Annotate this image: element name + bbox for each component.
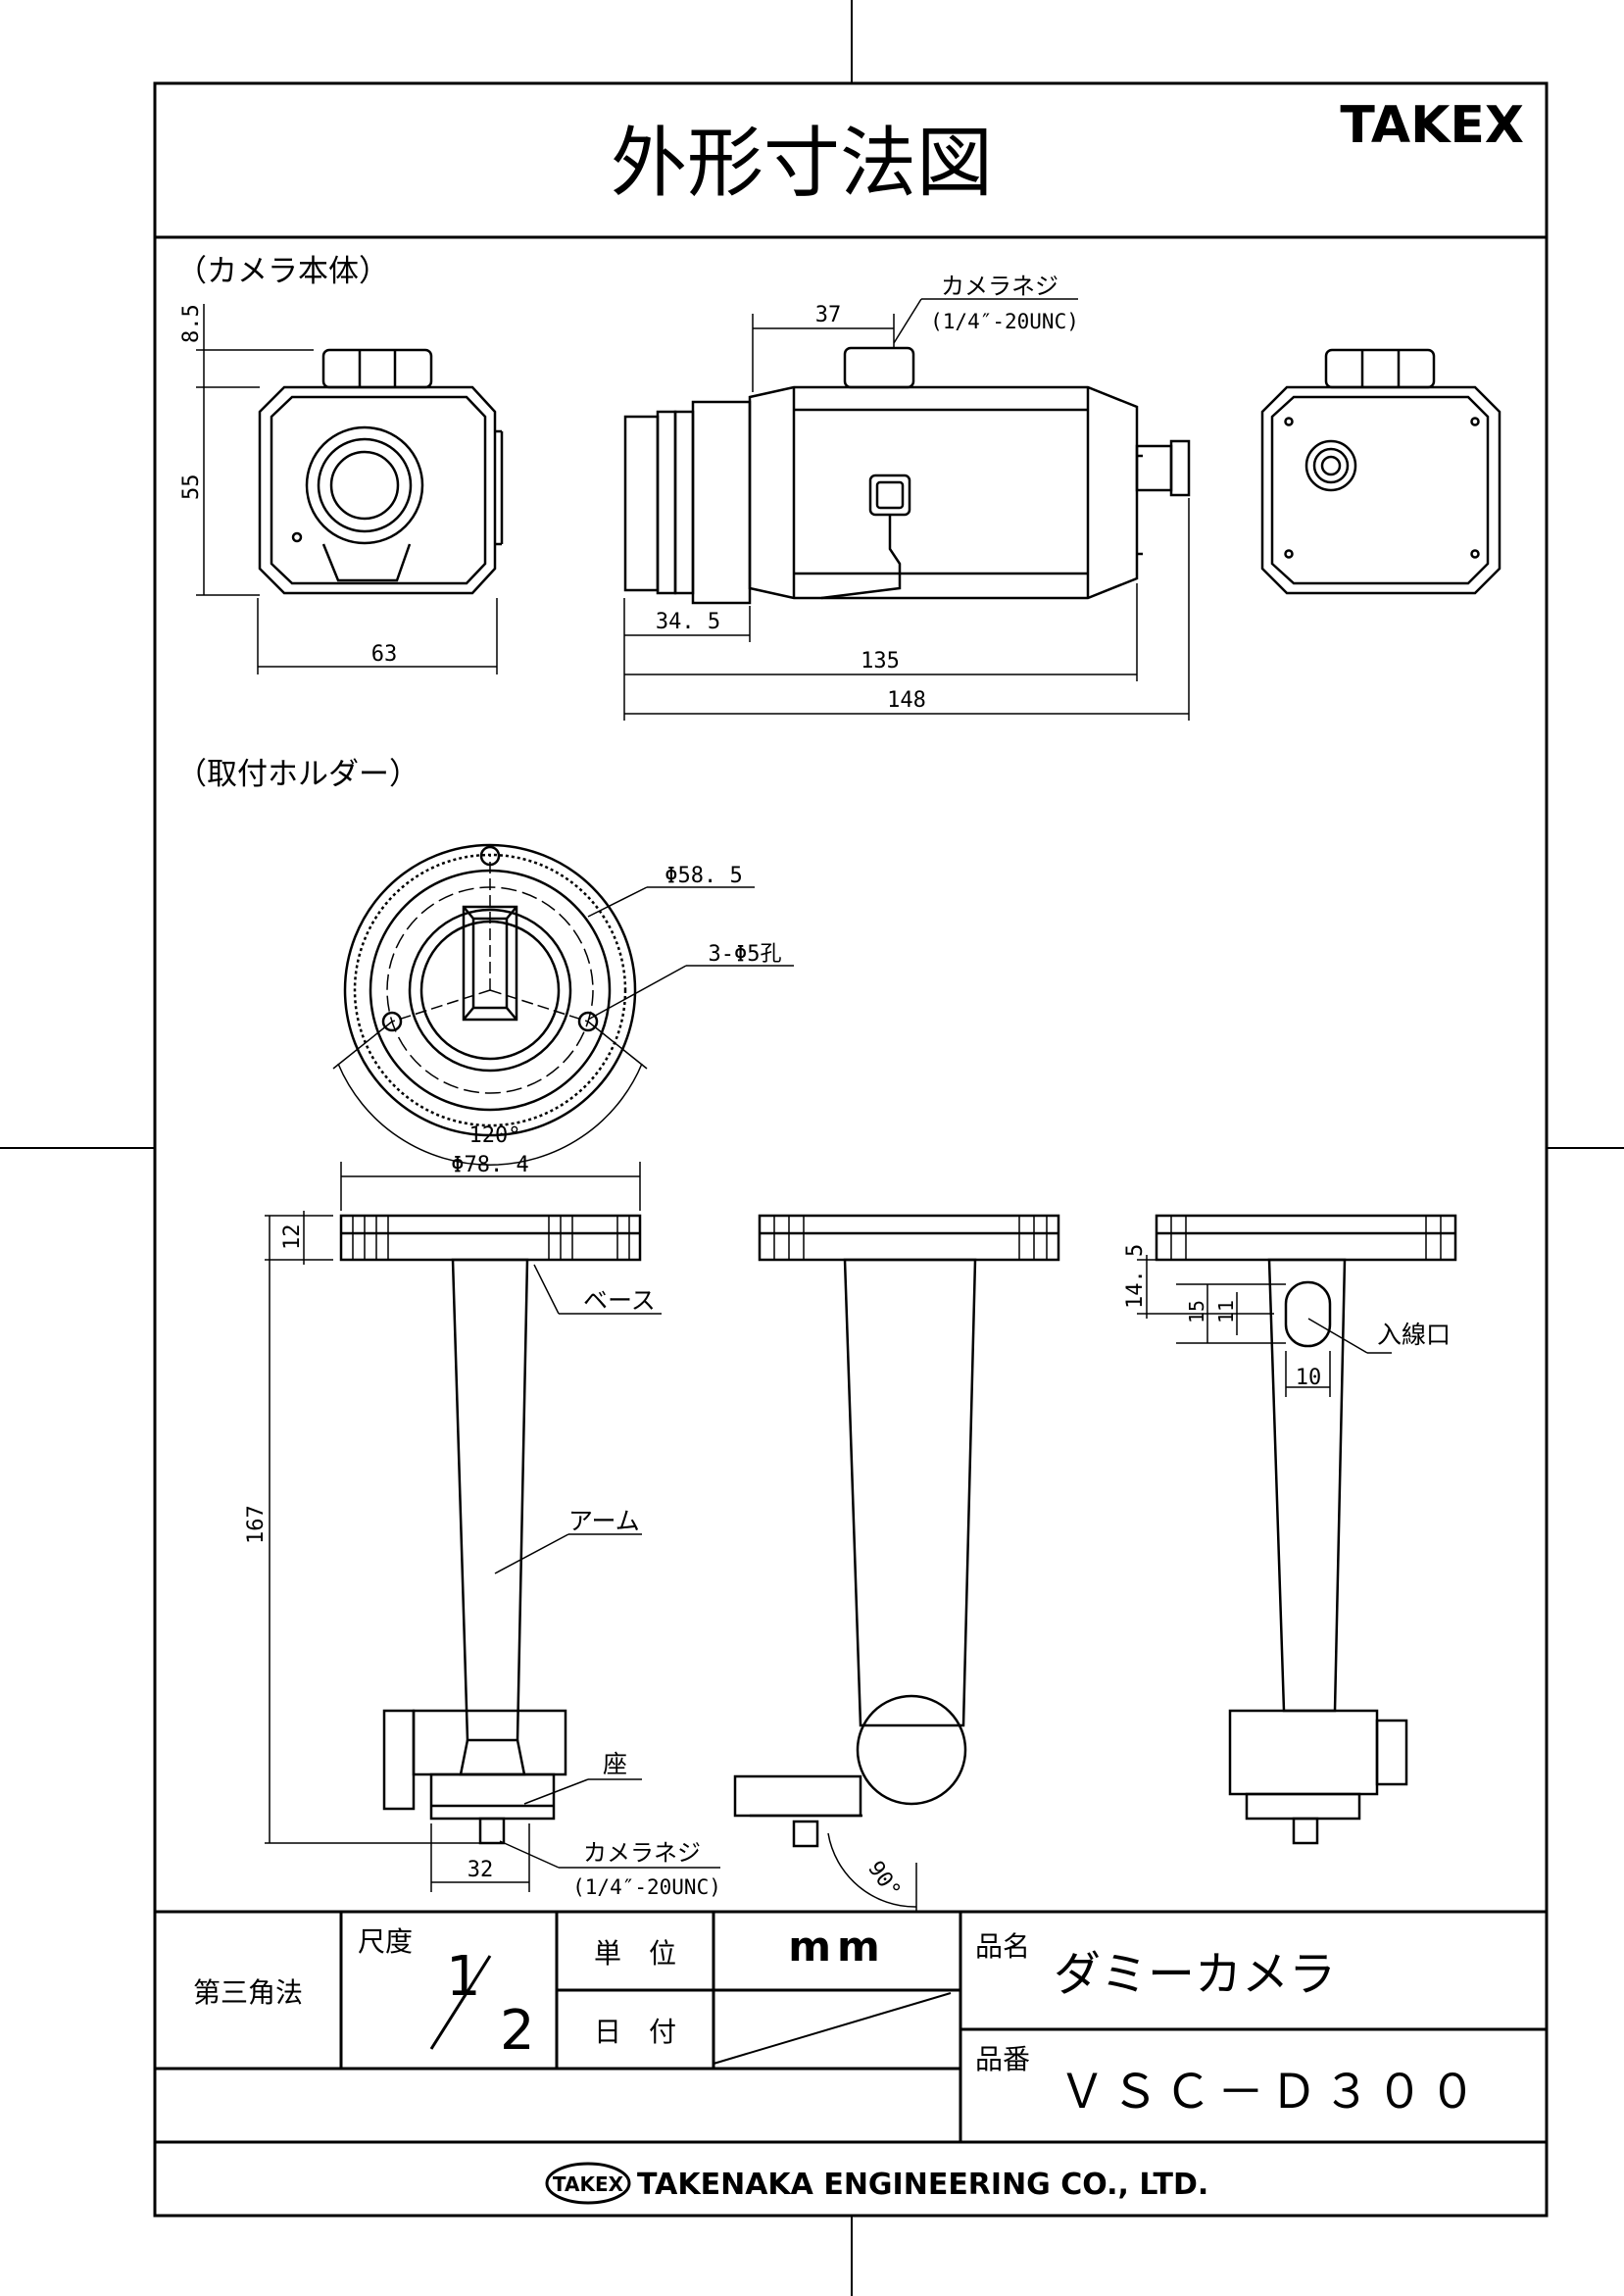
camera-screw-label: カメラネジ bbox=[941, 273, 1058, 300]
camera-screw-spec: (1/4″-20UNC) bbox=[930, 310, 1079, 333]
company-logo-text: TAKEX bbox=[553, 2172, 624, 2196]
camera-front-dims bbox=[196, 304, 498, 674]
title-block-grid bbox=[155, 1910, 1547, 2144]
holder-top-view bbox=[343, 843, 637, 1137]
dim-phi-78-4: Φ78. 4 bbox=[451, 1153, 528, 1177]
camera-front-view bbox=[258, 348, 504, 595]
dim-55: 55 bbox=[179, 474, 204, 501]
product-name: ダミーカメラ bbox=[1054, 1947, 1336, 2002]
label-base: ベース bbox=[583, 1286, 656, 1315]
company-logo-oval bbox=[545, 2162, 631, 2205]
dim-14-5: 14. 5 bbox=[1123, 1244, 1148, 1309]
dim-135: 135 bbox=[861, 649, 900, 674]
holder-rear-dims bbox=[1137, 1255, 1392, 1397]
dim-8-5: 8.5 bbox=[179, 304, 204, 343]
label-arm: アーム bbox=[568, 1507, 640, 1535]
holder-rear-view bbox=[1155, 1214, 1457, 1845]
holder-side-view bbox=[733, 1214, 1060, 1848]
product-number-label: 品番 bbox=[975, 2043, 1030, 2075]
product-number: ＶＳＣ－Ｄ３００ bbox=[1058, 2065, 1482, 2120]
dim-10: 10 bbox=[1296, 1366, 1322, 1390]
dim-angle-90: 90° bbox=[862, 1857, 905, 1903]
camera-side-view bbox=[623, 346, 1191, 605]
dim-148: 148 bbox=[887, 688, 926, 713]
label-seat: 座 bbox=[603, 1750, 627, 1778]
brand-logo: TAKEX bbox=[1340, 96, 1524, 155]
label-inlet: 入線口 bbox=[1377, 1321, 1451, 1349]
dim-63: 63 bbox=[371, 642, 398, 667]
section-label-camera: （カメラ本体） bbox=[176, 254, 389, 289]
holder-side-dims bbox=[827, 1832, 917, 1912]
scale-label: 尺度 bbox=[358, 1925, 413, 1958]
dim-phi-58-5: Φ58. 5 bbox=[664, 864, 742, 888]
holder-top-dims bbox=[332, 856, 794, 1166]
scale-slash bbox=[429, 1955, 492, 2050]
drawing-title: 外形寸法図 bbox=[611, 120, 993, 208]
scale-denominator: 2 bbox=[500, 1999, 535, 2063]
dim-angle-120: 120° bbox=[469, 1123, 521, 1148]
section-label-holder: （取付ホルダー） bbox=[176, 757, 419, 792]
unit-label: 単 位 bbox=[594, 1937, 676, 1970]
unit-value: mm bbox=[788, 1922, 886, 1971]
camera-rear-view bbox=[1260, 348, 1501, 595]
holder-screw-label: カメラネジ bbox=[583, 1839, 701, 1867]
dim-167: 167 bbox=[244, 1505, 269, 1544]
dim-15: 15 bbox=[1185, 1300, 1208, 1323]
camera-side-dims bbox=[623, 298, 1190, 721]
company-name: TAKENAKA ENGINEERING CO., LTD. bbox=[637, 2168, 1208, 2202]
dim-34-5: 34. 5 bbox=[656, 610, 720, 634]
date-label: 日 付 bbox=[594, 2016, 676, 2048]
dim-11: 11 bbox=[1214, 1300, 1238, 1323]
holder-front-dims bbox=[265, 1162, 720, 1892]
dim-37: 37 bbox=[815, 303, 842, 327]
projection-method: 第三角法 bbox=[193, 1976, 303, 2009]
dim-32: 32 bbox=[468, 1858, 494, 1882]
dim-12: 12 bbox=[280, 1224, 305, 1251]
drawing-frame bbox=[153, 81, 1549, 2218]
holder-screw-spec: (1/4″-20UNC) bbox=[572, 1875, 721, 1899]
dim-holes: 3-Φ5孔 bbox=[709, 942, 782, 967]
product-name-label: 品名 bbox=[975, 1930, 1030, 1963]
holder-front-view bbox=[339, 1214, 642, 1845]
